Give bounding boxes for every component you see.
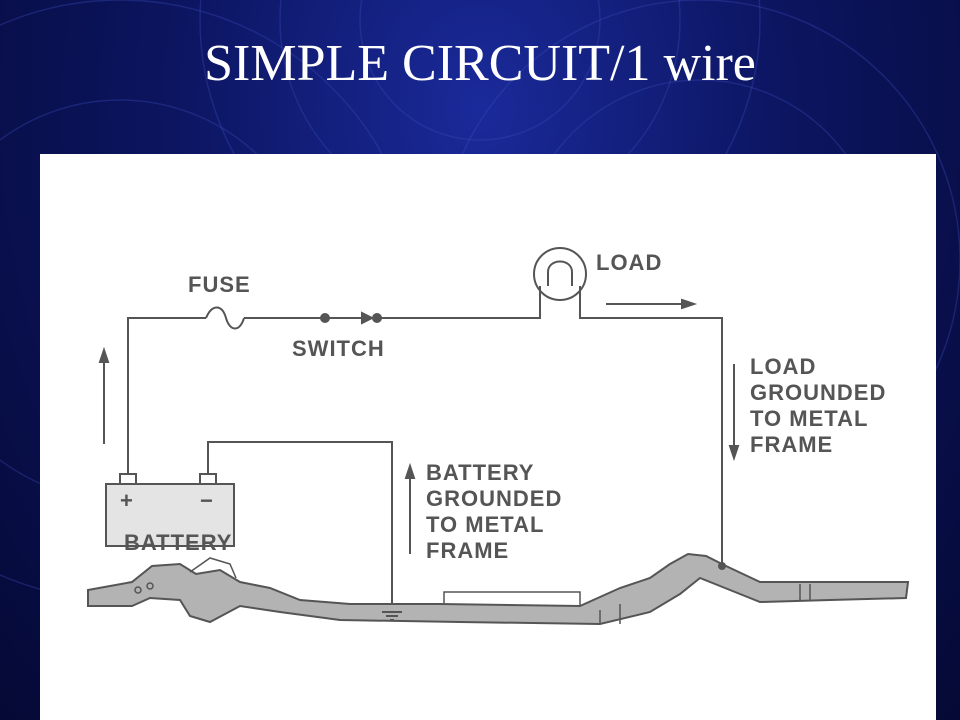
load-ground-line-1: LOAD <box>750 354 816 379</box>
slide-title: SIMPLE CIRCUIT/1 wire <box>204 35 756 92</box>
load-ground-line-3: TO METAL <box>750 406 868 431</box>
battery-label: BATTERY <box>124 530 232 555</box>
metal-frame <box>87 552 910 626</box>
positive-wire <box>127 317 206 476</box>
load-label: LOAD <box>596 250 662 275</box>
circuit-diagram: + − BATTERY FUSE SWITCH LOAD LOAD GROUND… <box>87 247 910 626</box>
diagram-panel: + − BATTERY FUSE SWITCH LOAD LOAD GROUND… <box>40 154 936 720</box>
battery-ground-line-2: GROUNDED <box>426 486 562 511</box>
bulb-filament <box>547 260 573 286</box>
switch-contact-left <box>320 313 330 323</box>
load-ground-point <box>718 562 726 570</box>
battery-plus-sign: + <box>120 488 133 513</box>
battery-ground-symbol <box>382 611 402 621</box>
battery-ground-line-1: BATTERY <box>426 460 534 485</box>
wire-load-to-ground <box>579 286 723 564</box>
switch-label: SWITCH <box>292 336 385 361</box>
load-ground-line-4: FRAME <box>750 432 833 457</box>
fuse-symbol <box>205 306 245 330</box>
load-ground-line-2: GROUNDED <box>750 380 886 405</box>
switch-arrow <box>361 311 375 325</box>
wire-switch-to-load <box>381 286 541 319</box>
battery-ground-line-4: FRAME <box>426 538 509 563</box>
battery-minus-sign: − <box>200 488 213 513</box>
negative-wire <box>207 441 393 604</box>
fuse-label: FUSE <box>188 272 251 297</box>
battery-body <box>105 483 235 547</box>
battery-ground-line-3: TO METAL <box>426 512 544 537</box>
load-bulb <box>533 247 587 301</box>
